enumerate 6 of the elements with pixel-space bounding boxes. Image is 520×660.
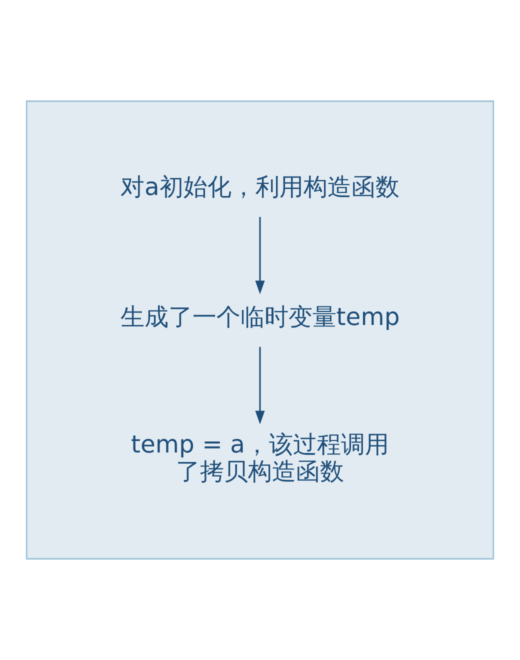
node-text: temp = a，该过程调用了拷贝构造函数 bbox=[131, 429, 389, 486]
node-text: 生成了一个临时变量temp bbox=[120, 302, 400, 332]
arrow bbox=[255, 216, 265, 294]
node-text: 对a初始化，利用构造函数 bbox=[120, 172, 400, 201]
arrow bbox=[255, 346, 265, 424]
cluster bbox=[26, 100, 494, 560]
